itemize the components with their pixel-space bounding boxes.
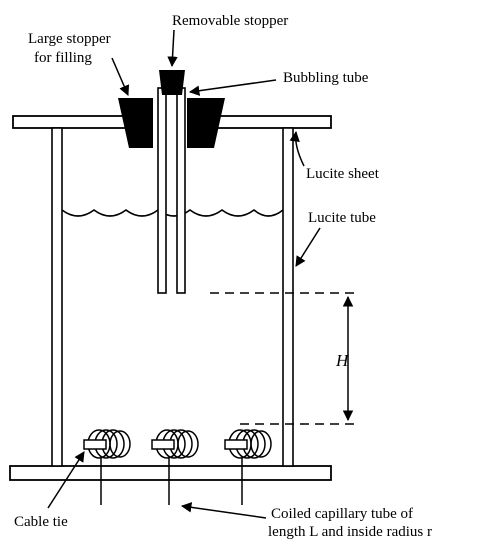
water-surface [61, 208, 284, 217]
cable-tie-arrow [47, 451, 85, 509]
large-stopper-label-line2: for filling [34, 50, 92, 66]
lucite-tube-walls [51, 127, 294, 467]
removable-stopper-label: Removable stopper [172, 13, 288, 29]
capillary-coil [83, 429, 131, 505]
capillary-coil [224, 429, 272, 505]
lucite-tube-label: Lucite tube [308, 210, 376, 226]
removable-stopper-arrow [167, 29, 178, 68]
right-tube-wall [282, 127, 294, 467]
left-tube-wall [51, 127, 63, 467]
removable-stopper [159, 70, 185, 95]
large-stopper-label-line1: Large stopper [28, 31, 111, 47]
capillary-coils [83, 429, 272, 505]
cable-tie-label: Cable tie [14, 514, 68, 530]
height-reference-lines [210, 292, 356, 425]
bubbling-tube-right [176, 87, 186, 294]
lucite-sheet-label: Lucite sheet [306, 166, 380, 182]
bubbling-tube-label: Bubbling tube [283, 70, 369, 86]
capillary-label-line2: length L and inside radius r [268, 524, 432, 540]
bubbling-tube-left [157, 87, 167, 294]
large-stopper-arrow [111, 57, 130, 96]
capillary-label-line1: Coiled capillary tube of [271, 506, 413, 522]
height-label: H [335, 351, 350, 370]
bubbling-tube-arrow [188, 79, 277, 96]
capillary-coil [151, 429, 199, 505]
lucite-sheet-arrow [289, 130, 305, 167]
capillary-arrow [180, 502, 267, 519]
leader-arrows [47, 29, 321, 519]
lucite-tube-arrow [295, 227, 321, 267]
bottom-lucite-sheet [9, 465, 332, 481]
